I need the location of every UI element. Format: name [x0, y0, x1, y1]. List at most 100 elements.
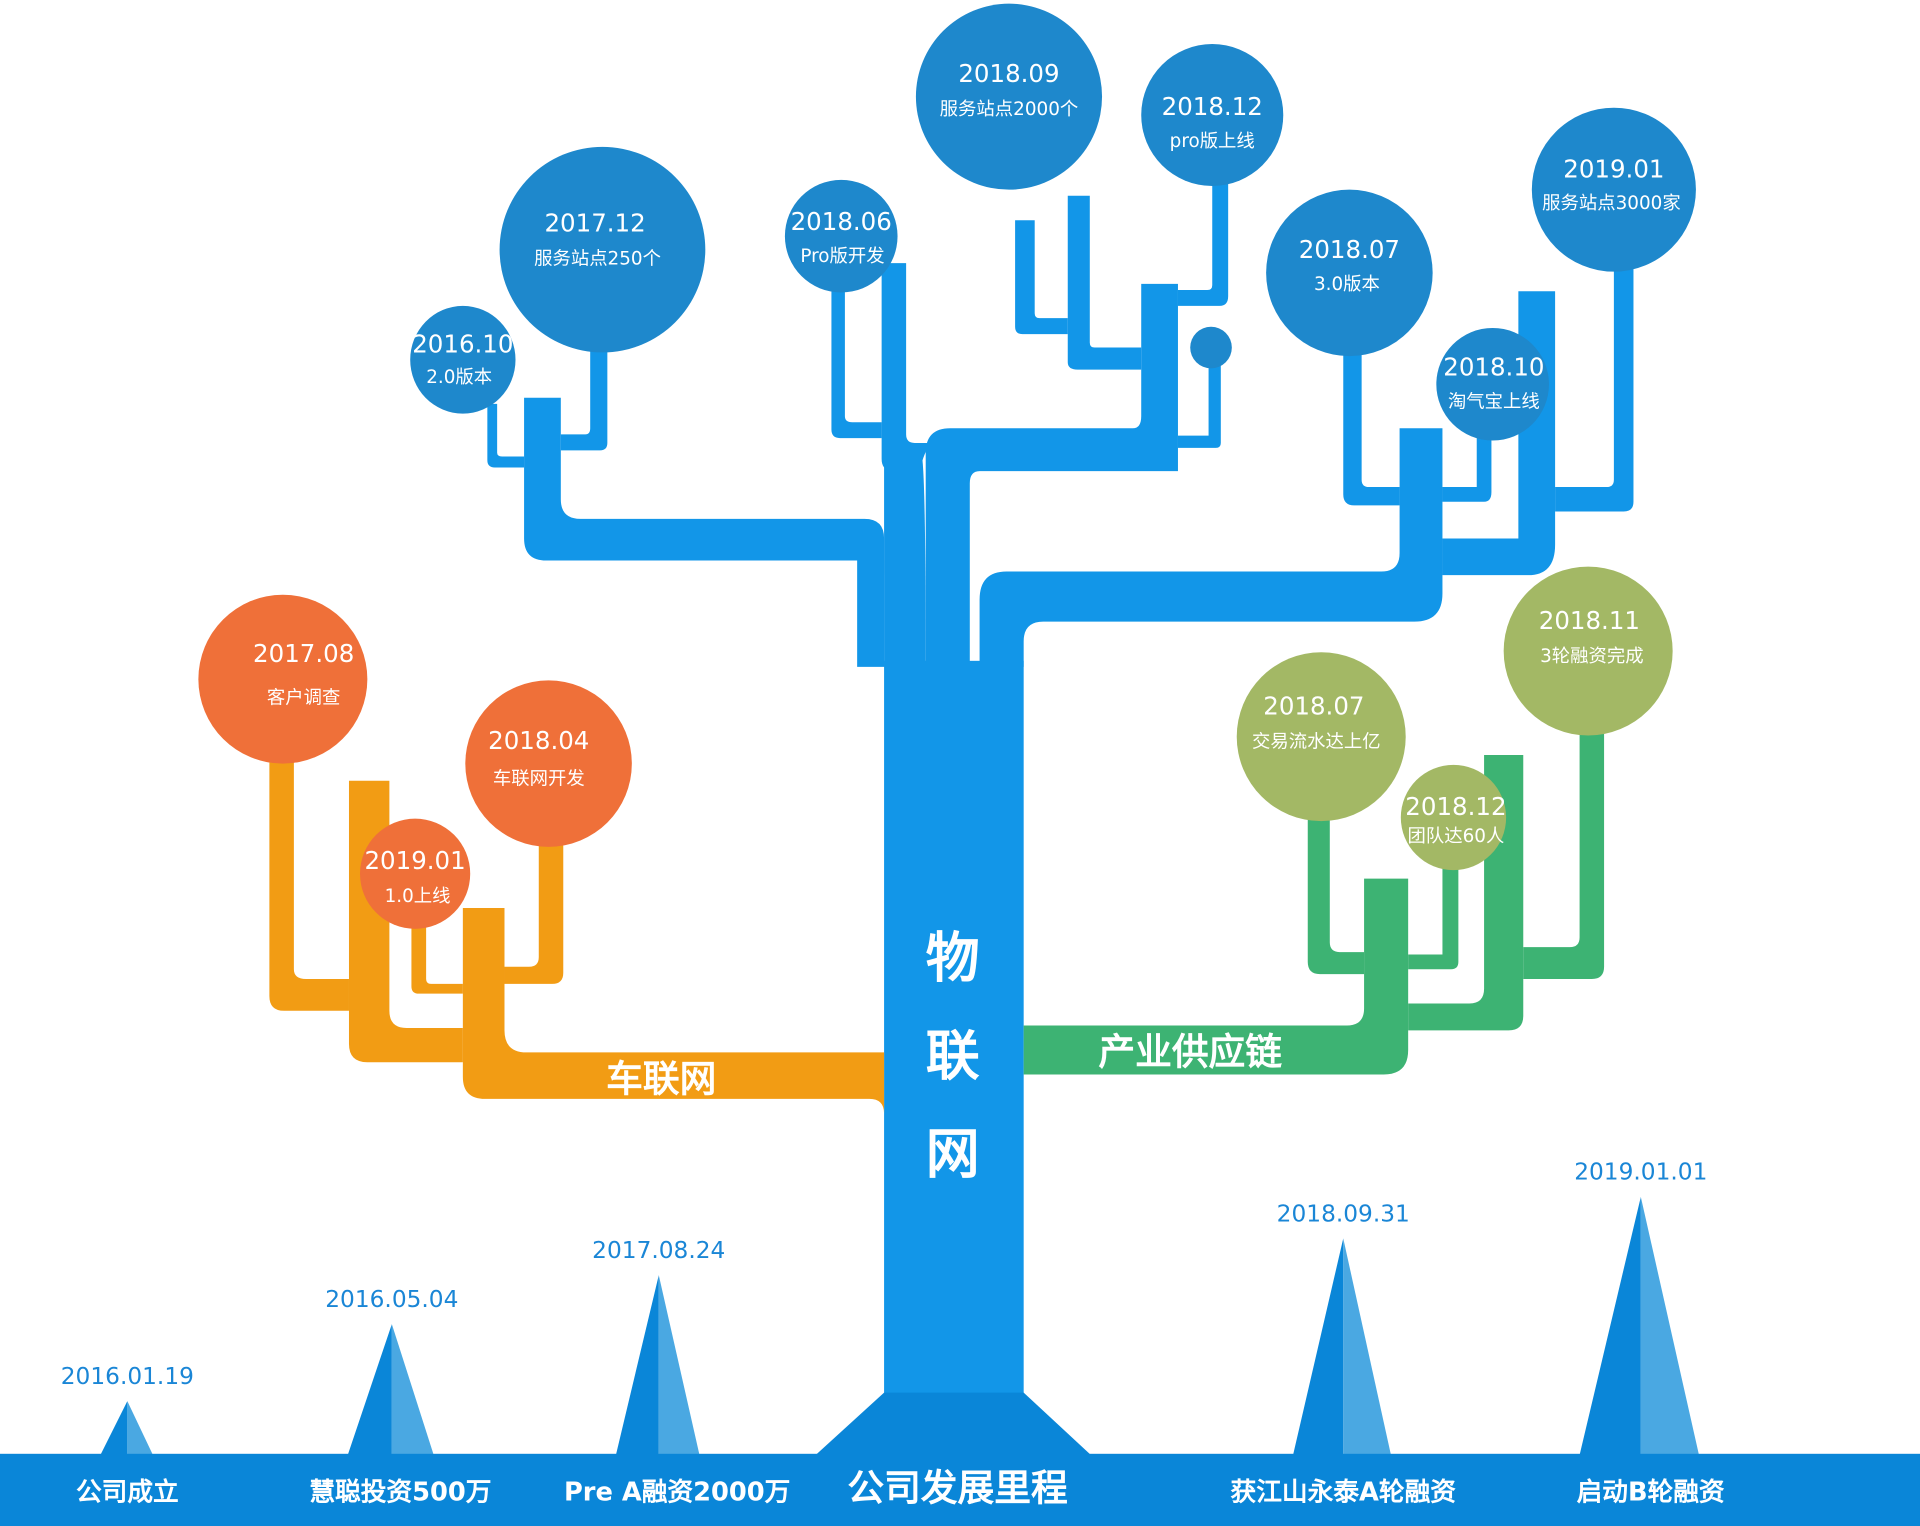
branch-left-main [524, 397, 885, 667]
peak-light-face [391, 1324, 434, 1456]
milestone-peak: 2017.08.24 [592, 1237, 725, 1456]
node-2018-10[interactable]: 2018.10 淘气宝上线 [1436, 327, 1549, 441]
node-desc: 2.0版本 [426, 367, 492, 388]
stem-2016-10 [487, 403, 525, 468]
trunk-base [814, 1392, 1093, 1457]
node-date: 2018.07 [1263, 692, 1364, 721]
milestone-label: 获江山永泰A轮融资 [1231, 1477, 1457, 1507]
stem-2018-10 [1442, 428, 1492, 502]
branch-center [925, 283, 1178, 667]
milestone-peak: 2016.01.19 [61, 1363, 194, 1456]
milestone-date: 2016.01.19 [61, 1363, 194, 1390]
node-desc: 1.0上线 [385, 886, 451, 907]
node-desc: 团队达60人 [1407, 826, 1504, 847]
peak-dark-face [1293, 1238, 1344, 1456]
node-small-dot [1190, 326, 1232, 369]
branch-left-main-joint [857, 560, 885, 667]
node-date: 2016.10 [412, 329, 513, 358]
peak-light-face [658, 1275, 700, 1456]
trunk: 物 联 网 [814, 660, 1093, 1457]
node-desc: 3.0版本 [1314, 274, 1380, 295]
peak-dark-face [1579, 1196, 1641, 1456]
branch-supply-chain-main [1023, 878, 1409, 1075]
stem-2019-01-blue [1555, 256, 1634, 512]
milestone-label: 公司成立 [76, 1476, 179, 1507]
milestone-label: 启动B轮融资 [1577, 1476, 1725, 1507]
stem-2018-11 [1523, 722, 1605, 979]
peak-light-face [1640, 1196, 1699, 1456]
node-2018-04[interactable]: 2018.04 车联网开发 [465, 680, 632, 847]
blue-nodes: 2016.10 2.0版本 2017.12 服务站点250个 2018.06 P… [410, 3, 1696, 441]
node-2016-10[interactable]: 2016.10 2.0版本 [410, 305, 516, 414]
stem-2018-07-blue [1343, 342, 1400, 506]
peak-light-face [127, 1401, 153, 1456]
branch-car-network-main [462, 908, 885, 1114]
node-2018-07-blue[interactable]: 2018.07 3.0版本 [1266, 189, 1433, 357]
node-date: 2018.12 [1162, 92, 1263, 121]
node-desc: 服务站点3000家 [1542, 193, 1681, 214]
node-desc: Pro版开发 [800, 246, 884, 267]
node-date: 2018.06 [791, 207, 892, 236]
node-desc: 车联网开发 [493, 768, 585, 789]
milestone-label: 慧聪投资500万 [309, 1476, 491, 1507]
node-2018-11[interactable]: 2018.11 3轮融资完成 [1503, 566, 1673, 736]
milestone-peak: 2016.05.04 [325, 1286, 458, 1456]
stem-2018-04 [504, 844, 564, 984]
stem-2018-12 [1177, 171, 1229, 306]
milestone-date: 2019.01.01 [1574, 1159, 1707, 1186]
node-desc: 交易流水达上亿 [1252, 732, 1381, 753]
milestone-date: 2016.05.04 [325, 1286, 458, 1313]
stem-2017-12 [560, 342, 608, 451]
orange-nodes: 2017.08 客户调查 2018.04 车联网开发 2019.01 1.0上线 [198, 594, 632, 929]
node-date: 2018.09 [958, 59, 1059, 88]
branch-2018-06-stem [881, 263, 931, 472]
branch-supply-chain-label: 产业供应链 [1098, 1031, 1282, 1074]
branch-2018-09-connector [1067, 195, 1142, 370]
node-2018-09[interactable]: 2018.09 服务站点2000个 [915, 3, 1103, 190]
node-date: 2018.12 [1405, 792, 1506, 821]
trunk-char-3: 网 [926, 1122, 980, 1185]
milestone-peak: 2018.09.31 [1277, 1200, 1410, 1456]
trunk-body [884, 660, 1024, 1396]
timeline-peaks: 2016.01.19 2016.05.04 2017.08.24 2018.09.31… [61, 1159, 1707, 1456]
node-2018-12-green[interactable]: 2018.12 团队达60人 [1400, 764, 1507, 871]
green-nodes: 2018.07 交易流水达上亿 2018.11 3轮融资完成 2018.12 团… [1236, 566, 1673, 871]
peak-dark-face [100, 1401, 128, 1456]
node-desc: 3轮融资完成 [1540, 646, 1644, 667]
stem-2019-01-orange [411, 911, 463, 994]
branch-center-left [884, 452, 926, 667]
stem-2018-09 [1015, 220, 1068, 335]
stem-2017-08 [269, 752, 349, 1011]
trunk-char-2: 联 [926, 1024, 980, 1087]
stem-2018-06 [831, 281, 882, 439]
timeline-title: 公司发展里程 [847, 1466, 1067, 1509]
peak-light-face [1343, 1238, 1391, 1456]
node-2018-07-green[interactable]: 2018.07 交易流水达上亿 [1236, 652, 1406, 822]
node-2018-06[interactable]: 2018.06 Pro版开发 [784, 179, 898, 293]
node-desc: 服务站点250个 [534, 248, 661, 269]
stem-small-dot [1177, 354, 1221, 448]
node-date: 2019.01 [1563, 154, 1664, 183]
stem-2018-07-green [1307, 807, 1365, 975]
node-date: 2018.10 [1443, 353, 1544, 382]
node-date: 2018.07 [1299, 235, 1400, 264]
stem-2018-12-green [1408, 856, 1459, 970]
node-2018-12[interactable]: 2018.12 pro版上线 [1141, 44, 1284, 187]
trunk-char-1: 物 [926, 927, 980, 990]
node-2017-08[interactable]: 2017.08 客户调查 [198, 594, 368, 764]
node-date: 2018.04 [488, 726, 589, 755]
node-desc: 淘气宝上线 [1448, 392, 1540, 413]
milestone-peak: 2019.01.01 [1574, 1159, 1707, 1456]
node-2019-01-blue[interactable]: 2019.01 服务站点3000家 [1531, 107, 1696, 272]
branch-right-main [979, 428, 1443, 667]
node-desc: 客户调查 [267, 688, 340, 709]
node-date: 2018.11 [1539, 606, 1640, 635]
node-desc: pro版上线 [1170, 131, 1255, 152]
peak-dark-face [615, 1275, 659, 1456]
node-2019-01-orange[interactable]: 2019.01 1.0上线 [360, 818, 471, 929]
node-date: 2017.12 [544, 208, 645, 237]
node-2017-12[interactable]: 2017.12 服务站点250个 [499, 146, 706, 353]
node-desc: 服务站点2000个 [940, 99, 1079, 120]
